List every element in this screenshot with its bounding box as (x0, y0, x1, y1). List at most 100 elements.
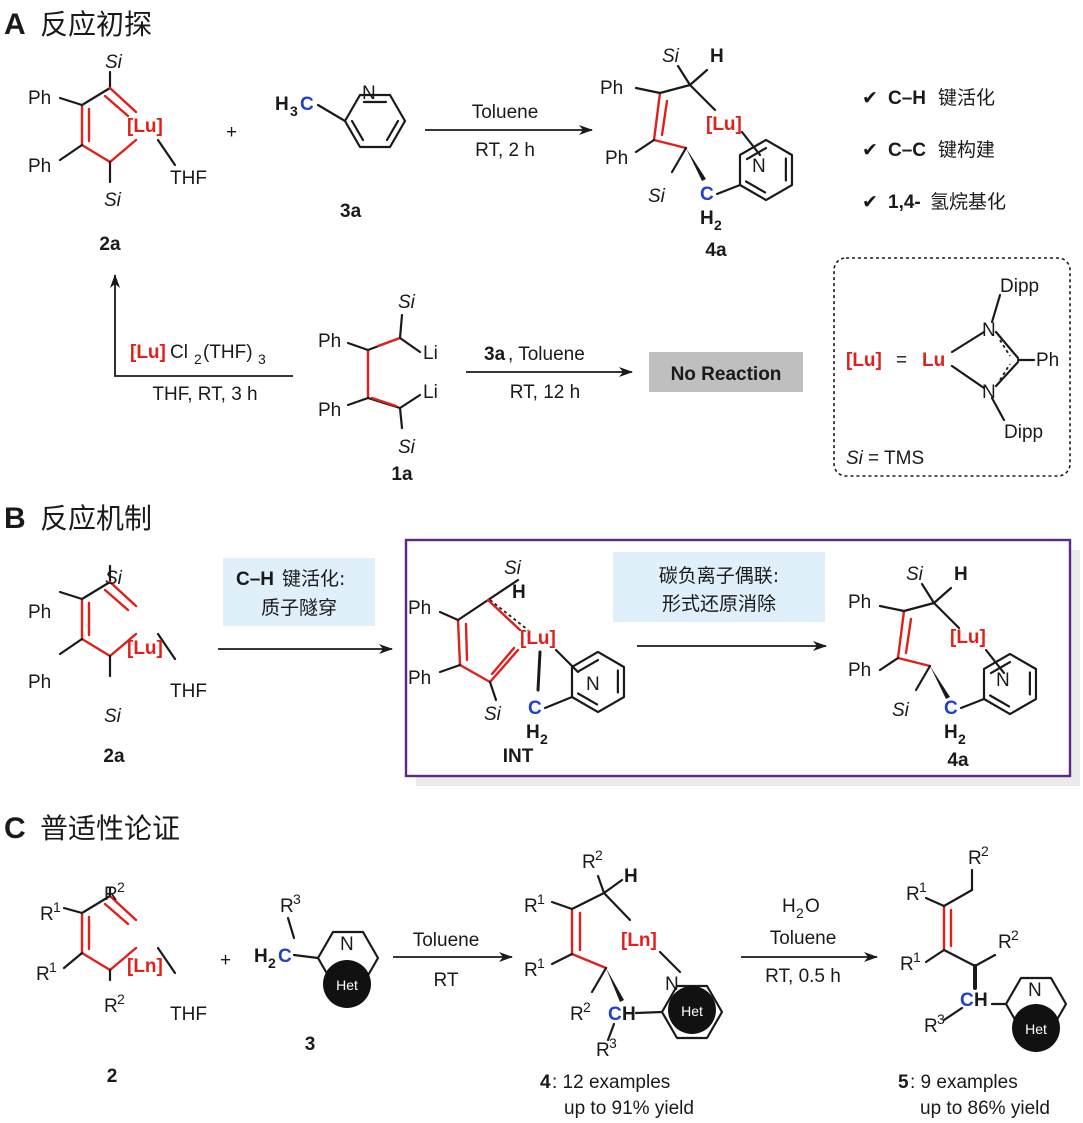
svg-text:No Reaction: No Reaction (671, 364, 782, 385)
svg-text:Si: Si (648, 186, 666, 207)
svg-text:Ph: Ph (605, 148, 628, 169)
svg-text:H: H (954, 564, 968, 585)
svg-text:up to 86% yield: up to 86% yield (920, 1098, 1050, 1119)
svg-text:: 9 examples: : 9 examples (910, 1072, 1018, 1093)
svg-text:Si: Si (104, 706, 122, 727)
svg-text:1a: 1a (391, 464, 413, 485)
mechanism-label-2: 碳负离子偶联: 形式还原消除 (613, 552, 825, 622)
svg-text:质子隧穿: 质子隧穿 (261, 597, 337, 619)
section-b-heading: B 反应机制 (4, 502, 152, 535)
svg-text:2: 2 (714, 217, 722, 233)
svg-text:Si: Si (906, 564, 924, 585)
svg-text:Toluene: Toluene (413, 930, 480, 951)
svg-text:RT, 0.5 h: RT, 0.5 h (765, 966, 841, 987)
svg-text:3: 3 (290, 103, 298, 119)
svg-text:N: N (1028, 980, 1042, 1001)
svg-text:Ph: Ph (848, 592, 871, 613)
svg-text:C–C: C–C (888, 140, 926, 161)
plus-sign: + (226, 122, 237, 143)
svg-text:Si: Si (504, 558, 522, 579)
no-reaction-badge: No Reaction (649, 352, 803, 392)
compound-4a-a: Si H Ph Ph [Lu] Si C H 2 N 4a (600, 46, 807, 261)
svg-text:5: 5 (898, 1072, 909, 1093)
svg-text:Cl: Cl (170, 342, 188, 363)
svg-text:A: A (4, 8, 26, 41)
svg-text:Si: Si (104, 190, 122, 211)
compound-2: R 2 R 2 R 1 R 1 [Ln] THF 2 (36, 879, 207, 1087)
svg-text:反应机制: 反应机制 (40, 502, 152, 535)
section-a-heading: A 反应初探 (4, 8, 152, 41)
svg-text:2: 2 (1011, 927, 1019, 943)
svg-text:Dipp: Dipp (1004, 422, 1043, 443)
lu-legend-box: [Lu] = Lu N N Ph Dipp Dipp Si = TMS (833, 257, 1071, 477)
svg-text:C: C (960, 990, 974, 1011)
svg-text:[Lu]: [Lu] (846, 350, 882, 371)
svg-text:Ph: Ph (318, 331, 341, 352)
svg-text:R: R (998, 932, 1012, 953)
svg-text:碳负离子偶联:: 碳负离子偶联: (659, 565, 779, 587)
svg-text:C: C (944, 698, 958, 719)
svg-text:普适性论证: 普适性论证 (40, 812, 180, 845)
svg-text:4: 4 (540, 1072, 551, 1093)
arrow-a2: 3a , Toluene RT, 12 h (466, 344, 633, 403)
svg-text:R: R (900, 954, 914, 975)
svg-text:Si: Si (398, 437, 416, 458)
svg-text:H: H (944, 722, 958, 743)
svg-text:Lu: Lu (922, 350, 945, 371)
svg-text:Ph: Ph (28, 156, 51, 177)
svg-text:3: 3 (293, 891, 301, 907)
svg-text:C–H: C–H (236, 569, 274, 590)
svg-text:Het: Het (681, 1003, 703, 1019)
svg-text:1: 1 (537, 891, 545, 907)
svg-text:Si: Si (484, 704, 502, 725)
svg-text:1,4-: 1,4- (888, 192, 921, 213)
svg-text:Ph: Ph (318, 400, 341, 421)
svg-text:✔: ✔ (862, 192, 878, 213)
compound-3a: H 3 C N 3a (275, 83, 407, 222)
svg-text:B: B (4, 502, 26, 535)
svg-text:2: 2 (583, 999, 591, 1015)
svg-text:反应初探: 反应初探 (40, 8, 152, 41)
svg-text:THF: THF (170, 1004, 207, 1025)
svg-text:RT: RT (434, 970, 459, 991)
svg-text:H: H (974, 990, 988, 1011)
intermediate-int: Si H Ph Ph [Lu] Si C H 2 N INT (408, 558, 639, 767)
svg-text:Si: Si (105, 568, 123, 589)
svg-text:N: N (982, 320, 996, 341)
svg-text:Ph: Ph (28, 672, 51, 693)
svg-text:R: R (582, 852, 596, 873)
svg-text:R: R (968, 848, 982, 869)
svg-text:C: C (4, 812, 26, 845)
svg-text:N: N (982, 382, 996, 403)
svg-text:R: R (280, 896, 294, 917)
svg-text:RT, 12 h: RT, 12 h (510, 382, 580, 403)
svg-text:N: N (752, 156, 766, 177)
svg-text:RT, 2 h: RT, 2 h (475, 140, 535, 161)
svg-text:4a: 4a (705, 240, 727, 261)
svg-text:INT: INT (503, 746, 534, 767)
svg-text:✔: ✔ (862, 140, 878, 161)
svg-text:Ph: Ph (28, 88, 51, 109)
svg-text:✔: ✔ (862, 88, 878, 109)
check-item-3: ✔ 1,4- 氢烷基化 (862, 191, 1006, 213)
svg-text:Li: Li (423, 343, 438, 364)
svg-text:R: R (570, 1004, 584, 1025)
svg-text:H: H (624, 866, 638, 887)
svg-text:2: 2 (796, 905, 804, 921)
svg-text:H: H (700, 208, 714, 229)
svg-text:Ph: Ph (408, 668, 431, 689)
svg-text:N: N (362, 83, 376, 104)
arrow-a3: [Lu] Cl 2 (THF) 3 THF, RT, 3 h (110, 274, 293, 405)
svg-text:C: C (528, 698, 542, 719)
svg-text:[Lu]: [Lu] (950, 627, 986, 648)
svg-text:[Lu]: [Lu] (130, 342, 166, 363)
svg-text:: 12 examples: : 12 examples (552, 1072, 670, 1093)
check-item-2: ✔ C–C 键构建 (862, 139, 995, 161)
svg-text:键构建: 键构建 (938, 139, 995, 161)
svg-text:Si: Si (105, 52, 123, 73)
svg-text:Si: Si (398, 292, 416, 313)
svg-text:Ph: Ph (600, 78, 623, 99)
svg-text:N: N (586, 674, 600, 695)
compound-4: R 2 H R 1 R 1 [Ln] R 2 C H R 3 Het N 4 :… (524, 847, 724, 1119)
